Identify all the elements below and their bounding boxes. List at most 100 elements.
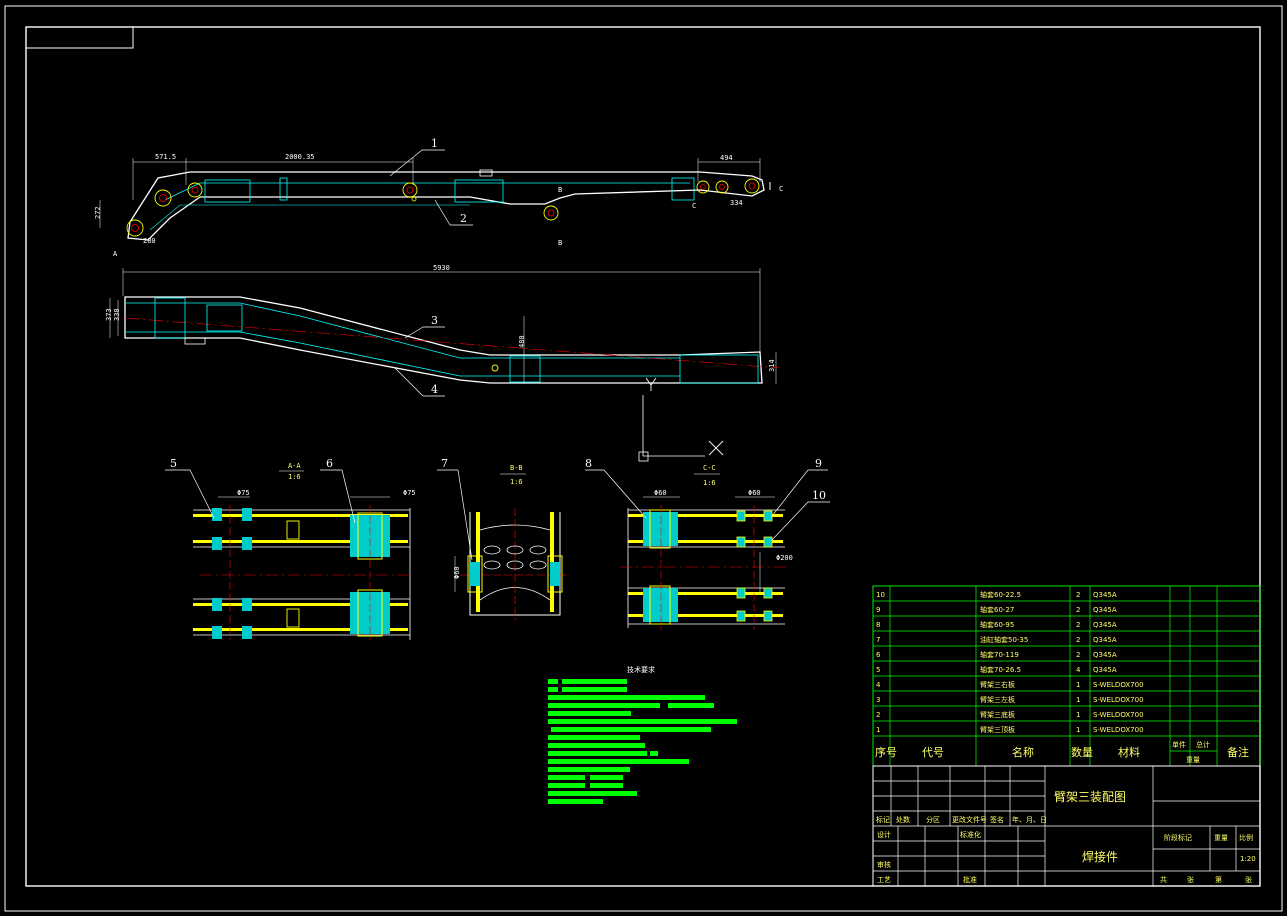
parts-row-no: 9 bbox=[876, 606, 880, 614]
parts-row-mat: Q345A bbox=[1093, 606, 1117, 614]
tb-count: 处数 bbox=[896, 815, 910, 824]
title-block: 臂架三装配图 焊接件 标记 处数 分区 更改文件号 签名 年、月、日 设计 标准… bbox=[872, 765, 1261, 887]
view-mark-c2: C bbox=[692, 202, 696, 210]
drawing-code-box bbox=[25, 26, 134, 49]
hdr-total: 总计 bbox=[1196, 740, 1210, 749]
view-mark-b1: B bbox=[558, 239, 562, 247]
tb-scale-label: 比例 bbox=[1239, 833, 1253, 842]
parts-row-mat: Q345A bbox=[1093, 651, 1117, 659]
parts-row-mat: Q345A bbox=[1093, 591, 1117, 599]
tb-sheet-unit: 张 bbox=[1187, 875, 1194, 884]
parts-row-name: 臂架三右板 bbox=[980, 680, 1015, 689]
parts-row-qty: 2 bbox=[1076, 651, 1080, 659]
parts-header: 序号 代号 名称 数量 材料 单件 总计 重量 备注 bbox=[875, 740, 1249, 764]
section-a-name: A-A bbox=[288, 462, 301, 470]
view-mark-c1: C bbox=[779, 185, 783, 193]
tb-approve: 批准 bbox=[963, 875, 977, 884]
inner-frame bbox=[25, 26, 1261, 887]
part-type: 焊接件 bbox=[1082, 849, 1118, 864]
hdr-name: 名称 bbox=[1012, 745, 1034, 759]
parts-row-no: 5 bbox=[876, 666, 880, 674]
callout-8: 8 bbox=[585, 457, 592, 470]
hdr-weight: 重量 bbox=[1186, 756, 1200, 764]
parts-row-qty: 2 bbox=[1076, 636, 1080, 644]
plan-view: 5930 373 338 480 314 3 4 bbox=[105, 264, 781, 462]
drawing-name: 臂架三装配图 bbox=[1054, 790, 1126, 804]
tb-sheet-unit2: 张 bbox=[1245, 875, 1252, 884]
hdr-unit: 单件 bbox=[1172, 740, 1186, 749]
dim-2000: 2000.35 bbox=[285, 153, 315, 161]
tb-sheet-no: 第 bbox=[1215, 875, 1222, 884]
parts-row-name: 臂架三左板 bbox=[980, 695, 1015, 704]
tb-mark: 标记 bbox=[876, 815, 890, 824]
section-c-scale: 1:6 bbox=[703, 479, 716, 487]
dim-494: 494 bbox=[720, 154, 733, 162]
tb-date: 年、月、日 bbox=[1012, 815, 1047, 824]
section-b-b: B-B 1:6 Φ60 7 bbox=[437, 457, 570, 620]
dim-phi75-a: Φ75 bbox=[237, 489, 250, 497]
dim-phi60-b: Φ60 bbox=[453, 566, 461, 579]
parts-row-no: 10 bbox=[876, 591, 885, 599]
dim-5930: 5930 bbox=[433, 264, 450, 272]
dim-373: 373 bbox=[105, 308, 113, 321]
parts-row-name: 轴套60-22.5 bbox=[980, 590, 1021, 599]
hdr-qty: 数量 bbox=[1071, 746, 1093, 759]
tb-process: 工艺 bbox=[877, 876, 891, 884]
view-mark-a1: A bbox=[113, 250, 118, 258]
dim-280: 280 bbox=[143, 237, 156, 245]
parts-row-name: 轴套70-26.5 bbox=[980, 665, 1021, 674]
dim-571: 571.5 bbox=[155, 153, 176, 161]
callout-6: 6 bbox=[326, 457, 333, 470]
dim-phi75-b: Φ75 bbox=[403, 489, 416, 497]
section-c-c: C-C 1:6 Φ60 Φ60 Φ200 bbox=[585, 457, 830, 630]
parts-row-no: 1 bbox=[876, 726, 880, 734]
dim-272: 272 bbox=[94, 206, 102, 219]
tb-sheet-total: 共 bbox=[1160, 875, 1167, 884]
section-b-scale: 1:6 bbox=[510, 478, 523, 486]
dim-334: 334 bbox=[730, 199, 743, 207]
view-mark-b2: B bbox=[558, 186, 562, 194]
dim-314: 314 bbox=[768, 359, 776, 372]
tech-title: 技术要求 bbox=[627, 665, 655, 674]
parts-row-no: 2 bbox=[876, 711, 880, 719]
section-b-name: B-B bbox=[510, 464, 523, 472]
outer-frame bbox=[4, 5, 1283, 912]
section-c-name: C-C bbox=[703, 464, 716, 472]
tb-design: 设计 bbox=[877, 830, 891, 839]
tech-requirements: 技术要求 bbox=[548, 665, 737, 804]
dim-480: 480 bbox=[518, 335, 526, 348]
tb-sign: 签名 bbox=[990, 815, 1004, 824]
parts-row-no: 4 bbox=[876, 681, 881, 689]
parts-row-qty: 1 bbox=[1076, 696, 1080, 704]
dim-phi60-c2: Φ60 bbox=[748, 489, 761, 497]
parts-row-mat: S-WELDOX700 bbox=[1093, 726, 1144, 734]
parts-row-qty: 1 bbox=[1076, 681, 1080, 689]
parts-row-name: 轴套60-27 bbox=[980, 605, 1014, 614]
parts-row-mat: S-WELDOX700 bbox=[1093, 696, 1144, 704]
parts-row-name: 臂架三底板 bbox=[980, 710, 1015, 719]
callout-1: 1 bbox=[431, 137, 438, 150]
hdr-remark: 备注 bbox=[1227, 745, 1249, 759]
parts-row-qty: 1 bbox=[1076, 726, 1080, 734]
callout-5: 5 bbox=[170, 457, 177, 470]
parts-row-mat: S-WELDOX700 bbox=[1093, 711, 1144, 719]
parts-row-mat: Q345A bbox=[1093, 621, 1117, 629]
callout-2: 2 bbox=[460, 212, 467, 225]
tb-weight: 重量 bbox=[1214, 834, 1228, 842]
hdr-code: 代号 bbox=[922, 746, 944, 759]
parts-row-mat: S-WELDOX700 bbox=[1093, 681, 1144, 689]
parts-row-mat: Q345A bbox=[1093, 636, 1117, 644]
section-a-scale: 1:6 bbox=[288, 473, 301, 481]
callout-4: 4 bbox=[431, 383, 438, 396]
parts-row-no: 8 bbox=[876, 621, 880, 629]
callout-10: 10 bbox=[812, 489, 826, 502]
parts-row-qty: 2 bbox=[1076, 606, 1080, 614]
parts-row-qty: 4 bbox=[1076, 666, 1081, 674]
hdr-no: 序号 bbox=[875, 745, 897, 759]
parts-row-no: 3 bbox=[876, 696, 880, 704]
tb-doc: 更改文件号 bbox=[952, 815, 987, 824]
tb-zone: 分区 bbox=[926, 815, 940, 824]
side-view: 571.5 2000.35 494 272 280 334 bbox=[94, 137, 783, 258]
